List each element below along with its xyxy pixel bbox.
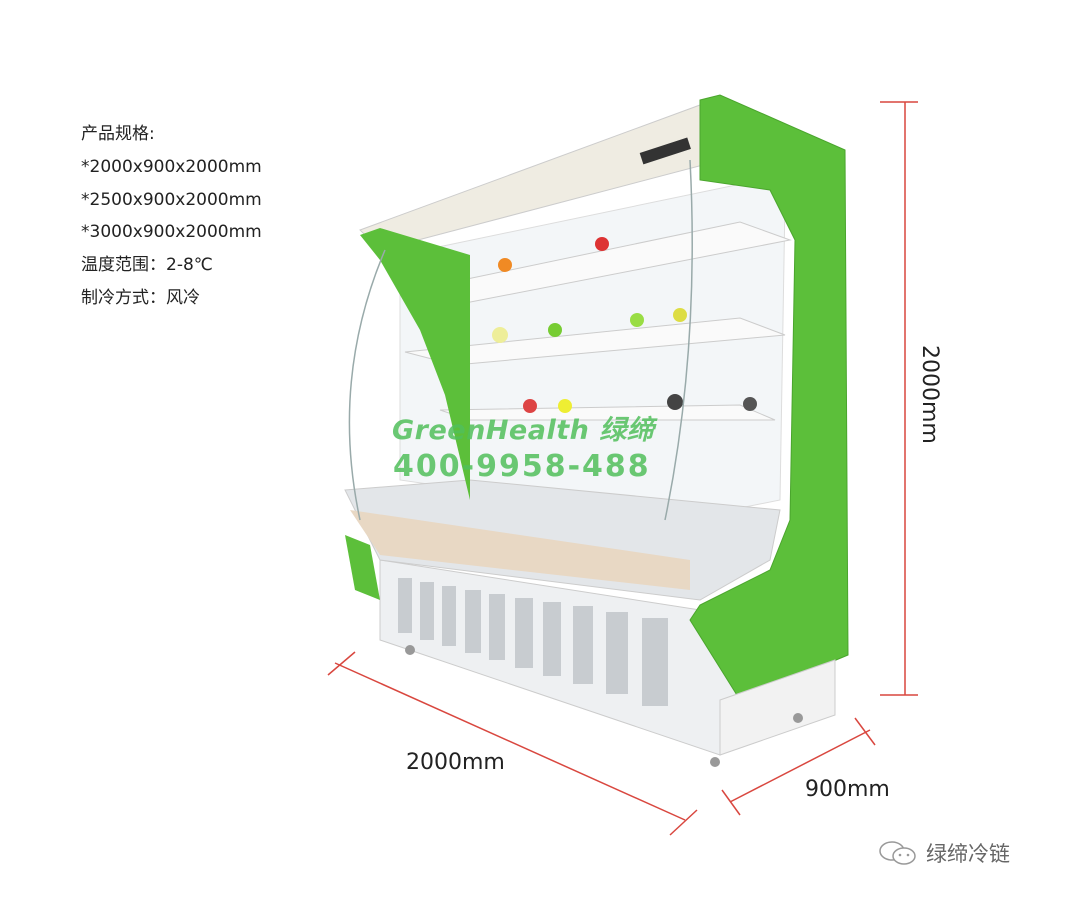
left-side-panel (360, 228, 470, 500)
product-specs: 产品规格: *2000x900x2000mm *2500x900x2000mm … (81, 118, 262, 315)
wheel (793, 713, 803, 723)
right-base (719, 659, 836, 756)
dimension-lines (327, 101, 918, 836)
vent-grille (398, 578, 668, 706)
wheel (710, 757, 720, 767)
spec-cooling: 制冷方式：风冷 (81, 287, 200, 308)
glass-side-right (664, 159, 693, 521)
glass-side (348, 249, 386, 521)
width-label: 2000mm (406, 750, 505, 775)
watermark-phone: 400-9958-488 (393, 449, 651, 484)
spec-size-1: *2000x900x2000mm (81, 156, 262, 177)
specs-title: 产品规格: (81, 124, 155, 144)
spec-size-3: *3000x900x2000mm (81, 222, 262, 243)
wechat-icon (879, 841, 916, 865)
height-label: 2000mm (917, 345, 942, 444)
spec-size-2: *2500x900x2000mm (81, 189, 262, 210)
front-rail (350, 510, 690, 590)
watermark-brand: GreenHealth 绿缔 (392, 415, 655, 446)
control-panel (639, 137, 691, 165)
wheel (405, 645, 415, 655)
right-side-panel (689, 94, 849, 701)
depth-label: 900mm (805, 777, 890, 802)
spec-temperature: 温度范围：2-8℃ (81, 255, 213, 276)
account-watermark: 绿缔冷链 (878, 838, 1010, 868)
account-name: 绿缔冷链 (926, 842, 1010, 866)
left-foot (345, 535, 380, 600)
